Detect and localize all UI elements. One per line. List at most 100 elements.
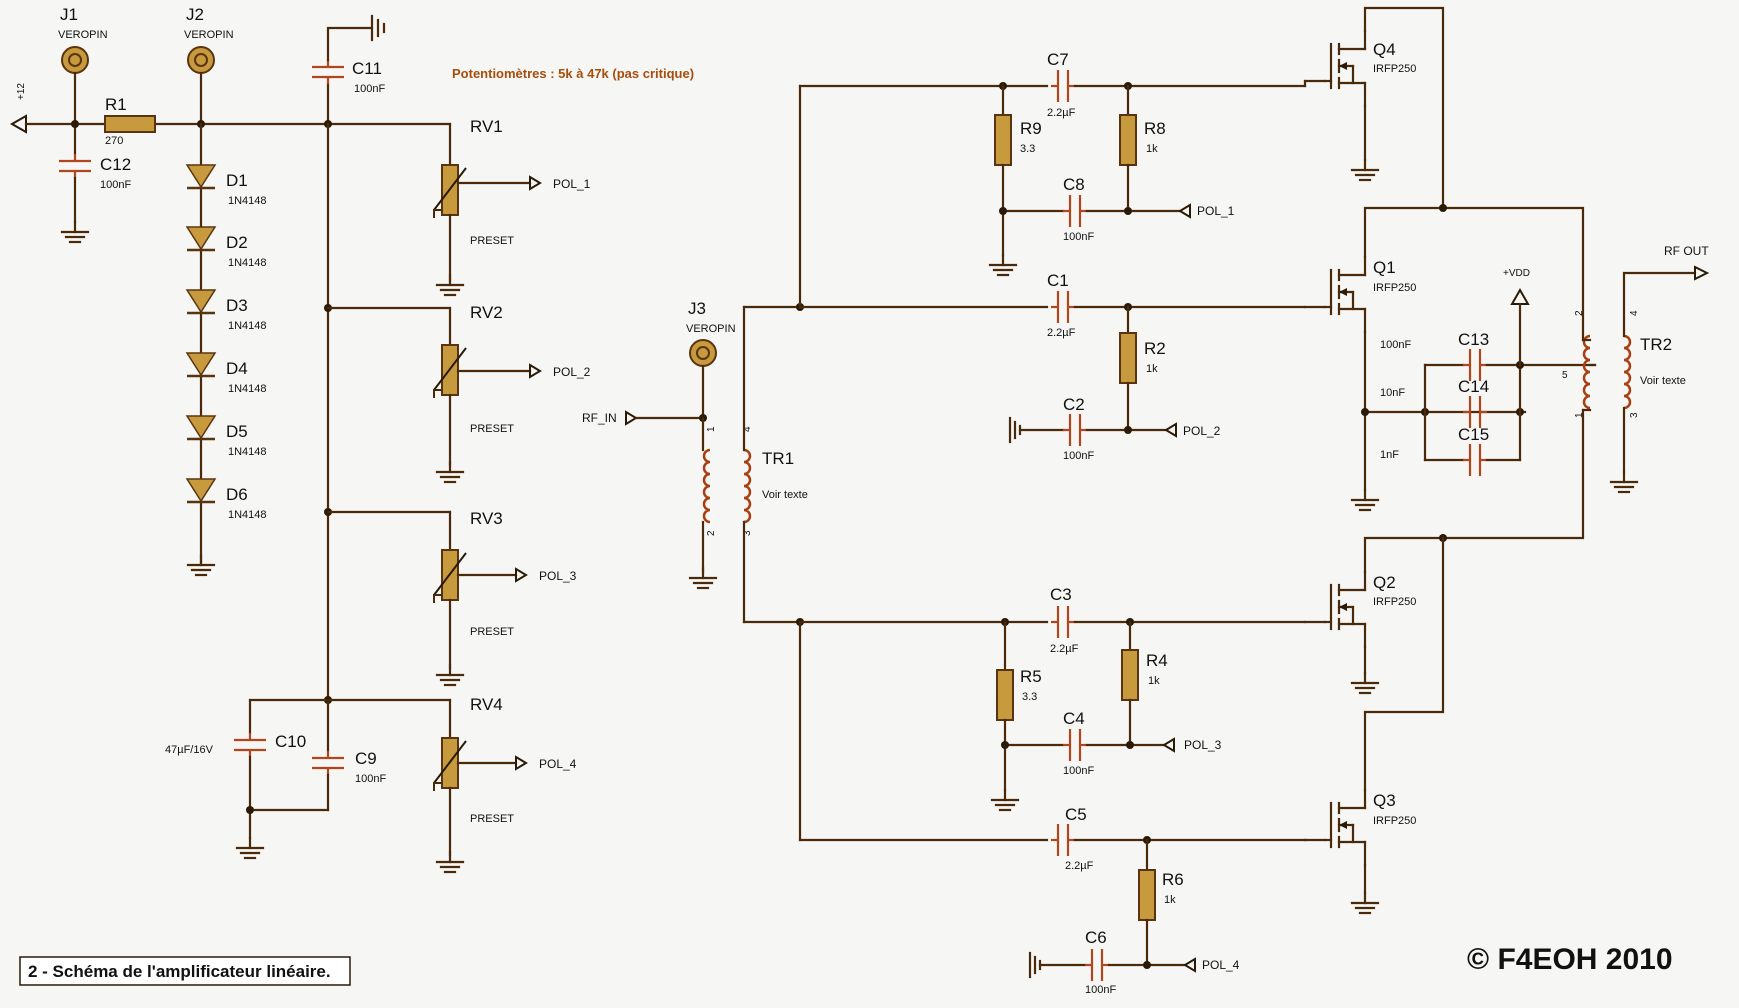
svg-text:D3: D3 [226,296,248,315]
capacitor-c13: C13 100nF [1380,330,1597,383]
svg-text:TR1: TR1 [762,449,794,468]
svg-text:R9: R9 [1020,119,1042,138]
connector-j2: J2 VEROPIN [184,5,234,126]
svg-text:C9: C9 [355,749,377,768]
connector-j1: J1 VEROPIN [58,5,108,126]
svg-text:1k: 1k [1146,363,1158,375]
svg-text:3.3: 3.3 [1022,691,1037,703]
capacitor-c1: C1 2.2µF [1047,271,1077,339]
pol3-port-label: POL_3 [1184,738,1222,752]
capacitor-c2: C2 100nF [1008,395,1168,462]
svg-text:2.2µF: 2.2µF [1050,643,1079,655]
capacitor-c15: C15 1nF [1380,425,1522,478]
resistor-r8: R8 1k [1119,84,1166,213]
capacitor-c5: C5 2.2µF [1049,805,1094,872]
svg-text:4: 4 [742,426,753,432]
supply-label: +12 [16,83,27,100]
pol4-port-label: POL_4 [1202,958,1240,972]
svg-text:1nF: 1nF [1380,449,1399,461]
resistor-r1: R1 270 [104,95,156,147]
svg-text:R1: R1 [105,95,127,114]
svg-text:VEROPIN: VEROPIN [184,29,234,41]
capacitor-c10: C10 47µF/16V [165,698,306,860]
mosfet-q3: Q3 IRFP250 [1303,788,1416,915]
rf-out-label: RF OUT [1664,244,1709,258]
svg-text:D5: D5 [226,422,248,441]
input-section: J3 VEROPIN RF_IN TR1 Voir texte 1 2 3 4 [582,299,808,624]
svg-text:J2: J2 [186,5,204,24]
copyright-text: © F4EOH 2010 [1467,943,1673,976]
svg-text:100nF: 100nF [1085,984,1116,996]
pol1-port-label: POL_1 [1197,204,1235,218]
svg-text:RV1: RV1 [470,117,503,136]
svg-text:100nF: 100nF [100,179,131,191]
svg-text:C3: C3 [1050,585,1072,604]
svg-text:IRFP250: IRFP250 [1373,282,1416,294]
svg-text:100nF: 100nF [1063,765,1094,777]
svg-text:R8: R8 [1144,119,1166,138]
capacitor-c6: C6 100nF [1028,928,1187,996]
svg-text:4: 4 [1629,310,1640,316]
svg-text:C7: C7 [1047,50,1069,69]
svg-text:2: 2 [1574,310,1585,316]
svg-text:C6: C6 [1085,928,1107,947]
resistor-r5: R5 3.3 [990,620,1042,812]
capacitor-c14: C14 10nF [1380,377,1489,430]
svg-text:VEROPIN: VEROPIN [686,323,736,335]
potentiometer-note: Potentiomètres : 5k à 47k (pas critique) [452,66,694,81]
svg-text:RV4: RV4 [470,695,503,714]
svg-text:Voir texte: Voir texte [1640,375,1686,387]
svg-text:1N4148: 1N4148 [228,509,267,521]
figure-caption: 2 - Schéma de l'amplificateur linéaire. [19,956,351,986]
svg-text:1N4148: 1N4148 [228,257,267,269]
rf-in-label: RF_IN [582,411,617,425]
resistor-r6: R6 1k [1138,838,1184,967]
bias-supply-section: +12 R1 270 J1 VEROPIN C12 100nF [9,5,694,874]
svg-text:C11: C11 [352,59,382,78]
svg-text:2.2µF: 2.2µF [1065,860,1094,872]
svg-text:1N4148: 1N4148 [228,383,267,395]
svg-text:1: 1 [1574,412,1585,418]
svg-text:C13: C13 [1458,330,1489,349]
svg-text:TR2: TR2 [1640,335,1672,354]
svg-text:R5: R5 [1020,667,1042,686]
svg-text:10nF: 10nF [1380,387,1405,399]
svg-text:C10: C10 [275,732,306,751]
preset-rv3: POL_3 RV3 PRESET [433,509,577,687]
svg-text:C1: C1 [1047,271,1069,290]
preset-rv4: POL_4 RV4 PRESET [433,695,577,874]
supply-arrow-icon [9,114,27,134]
svg-text:POL_2: POL_2 [553,365,591,379]
mosfet-q1: Q1 IRFP250 [1303,255,1416,512]
resistor-r9: R9 3.3 [988,84,1042,277]
svg-text:1k: 1k [1164,894,1176,906]
svg-text:C4: C4 [1063,709,1085,728]
svg-text:2: 2 [706,530,717,536]
mosfet-q4: Q4 IRFP250 [1303,29,1416,182]
svg-text:2 - Schéma de l'amplificateur: 2 - Schéma de l'amplificateur linéaire. [28,962,331,981]
svg-text:C2: C2 [1063,395,1085,414]
preset-rv2: POL_2 RV2 PRESET [433,303,591,484]
svg-text:3: 3 [1629,412,1640,418]
output-stage: Q4 IRFP250 Q1 IRFP250 Q2 IRFP250 [1303,6,1709,915]
svg-text:100nF: 100nF [354,83,385,95]
svg-text:RV2: RV2 [470,303,503,322]
capacitor-c3: C3 2.2µF [1049,585,1079,655]
gate-networks: C7 2.2µF R9 3.3 R8 1k C8 100nF [742,50,1307,996]
connector-j3: J3 VEROPIN [686,299,736,420]
svg-text:Q4: Q4 [1373,40,1396,59]
svg-text:C8: C8 [1063,175,1085,194]
svg-text:47µF/16V: 47µF/16V [165,744,214,756]
capacitor-c9: C9 100nF [248,698,386,812]
svg-text:PRESET: PRESET [470,813,514,825]
svg-text:2.2µF: 2.2µF [1047,327,1076,339]
vdd-label: +VDD [1503,268,1530,279]
svg-text:IRFP250: IRFP250 [1373,815,1416,827]
svg-text:POL_1: POL_1 [553,177,591,191]
svg-text:2.2µF: 2.2µF [1047,107,1076,119]
svg-text:PRESET: PRESET [470,626,514,638]
